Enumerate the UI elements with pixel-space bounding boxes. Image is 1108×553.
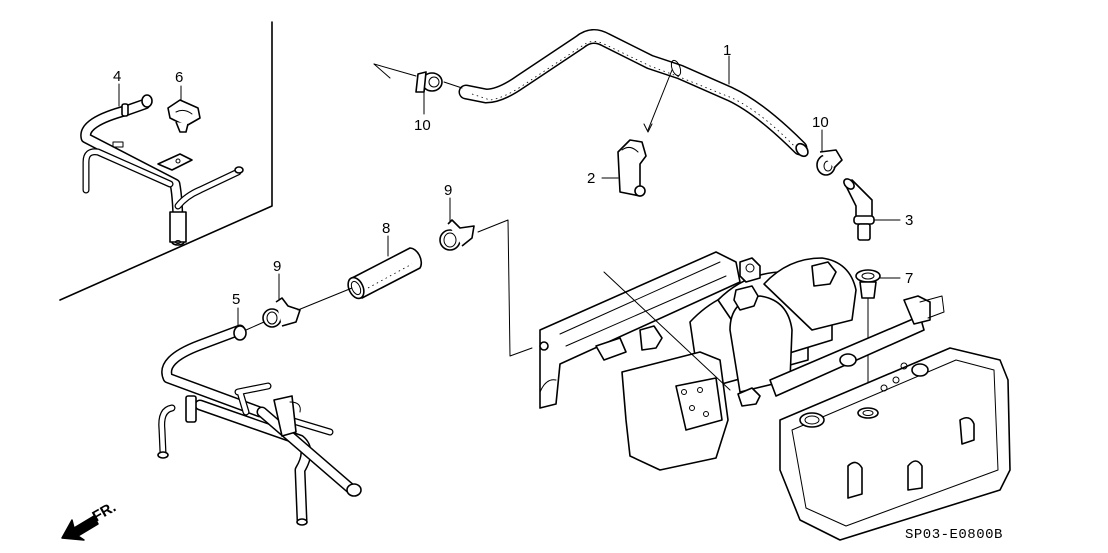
inset-frame [59,21,273,301]
callout-10-right: 10 [812,114,829,131]
callout-4: 4 [113,68,121,85]
callout-9-right: 9 [444,182,452,199]
front-arrow-icon [61,515,99,541]
connecting-hose[interactable] [345,247,423,301]
pcv-valve[interactable] [842,177,875,241]
intake-manifold [539,251,1011,541]
callout-6: 6 [175,69,183,86]
callout-3: 3 [905,212,913,229]
callout-5: 5 [232,291,240,308]
callout-2: 2 [587,170,595,187]
hose-clamp-bracket[interactable] [617,69,673,197]
water-pipe-upper[interactable] [80,94,244,246]
callout-labels: 1 2 3 4 5 6 7 8 9 9 10 10 [113,42,913,327]
breather-hose[interactable] [458,29,810,158]
front-direction-indicator: FR. [61,499,119,541]
assembly-lines-lower [245,219,533,357]
callout-1: 1 [723,42,731,59]
callout-8: 8 [382,220,390,237]
callout-9-left: 9 [273,258,281,275]
drawing-code: SP03-E0800B [905,527,1003,543]
hose-clip-left[interactable] [373,63,463,93]
callout-7: 7 [905,270,913,287]
hose-clip-right[interactable] [816,149,843,176]
hose-clamp-right[interactable] [439,219,475,251]
hose-clamp-left[interactable] [262,297,301,328]
water-pipe-lower[interactable] [157,324,362,526]
pipe-clip[interactable] [167,99,201,133]
callout-10-left: 10 [414,117,431,134]
